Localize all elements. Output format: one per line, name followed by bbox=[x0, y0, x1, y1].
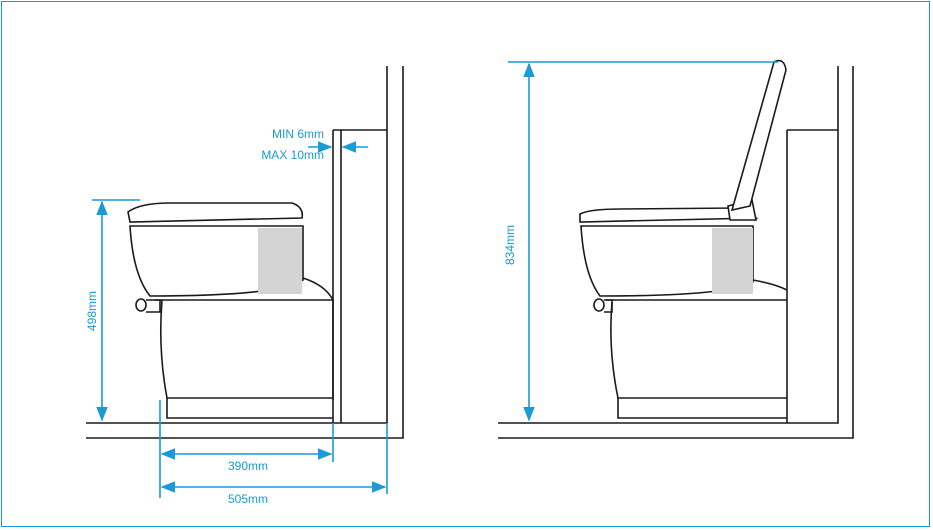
right-knob bbox=[593, 298, 605, 312]
left-height-label: 498mm bbox=[85, 291, 99, 331]
left-wall-panel bbox=[332, 129, 387, 423]
outer-depth-label: 505mm bbox=[228, 492, 268, 506]
inner-depth-label: 390mm bbox=[228, 459, 268, 473]
right-base bbox=[606, 299, 787, 399]
left-shade bbox=[258, 228, 302, 294]
left-wall-outer bbox=[86, 66, 404, 439]
right-lid bbox=[730, 59, 787, 212]
right-wall-panel bbox=[786, 129, 838, 423]
left-lid bbox=[127, 202, 304, 223]
gap-max-label: MAX 10mm bbox=[261, 148, 324, 162]
left-view bbox=[86, 66, 404, 439]
left-base bbox=[155, 299, 334, 400]
right-floor-wall bbox=[498, 66, 839, 424]
left-knob bbox=[135, 298, 147, 312]
right-shade bbox=[712, 228, 753, 294]
right-height-label: 834mm bbox=[503, 225, 517, 265]
right-wall-outer bbox=[498, 66, 854, 439]
gap-min-label: MIN 6mm bbox=[272, 127, 324, 141]
right-view bbox=[498, 59, 854, 439]
